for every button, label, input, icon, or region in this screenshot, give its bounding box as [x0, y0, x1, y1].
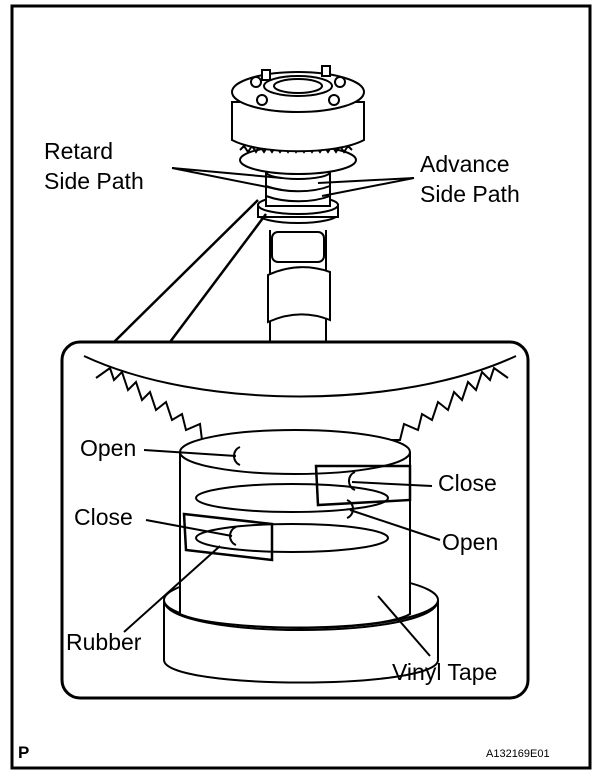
- close-right-label: Close: [438, 470, 497, 496]
- retard-leader: [171, 167, 283, 191]
- vinyl-tape-label: Vinyl Tape: [392, 659, 498, 685]
- close-left-leader: [145, 519, 233, 537]
- close-right-leader: [351, 481, 433, 487]
- rubber-label: Rubber: [66, 629, 142, 655]
- zoom-lines: [113, 199, 267, 343]
- retard-label-line1: Retard: [44, 138, 114, 164]
- open-right-label: Open: [442, 529, 499, 555]
- vinyl-tape-leader: [377, 595, 431, 657]
- camshaft-assembly: [231, 65, 365, 345]
- advance-label-line2: Side Path: [420, 181, 520, 207]
- close-left-label: Close: [74, 504, 133, 530]
- leader-lines-upper: [171, 167, 415, 197]
- corner-mark: P: [18, 743, 30, 762]
- retard-label-line2: Side Path: [44, 168, 144, 194]
- open-right-leader: [349, 509, 441, 541]
- open-left-leader: [143, 449, 237, 457]
- advance-leader: [317, 177, 415, 197]
- advance-label-line1: Advance: [420, 151, 510, 177]
- rubber-leader: [123, 545, 221, 633]
- open-left-label: Open: [80, 435, 137, 461]
- leader-lines-detail: [123, 449, 441, 657]
- figure-code: A132169E01: [486, 748, 550, 760]
